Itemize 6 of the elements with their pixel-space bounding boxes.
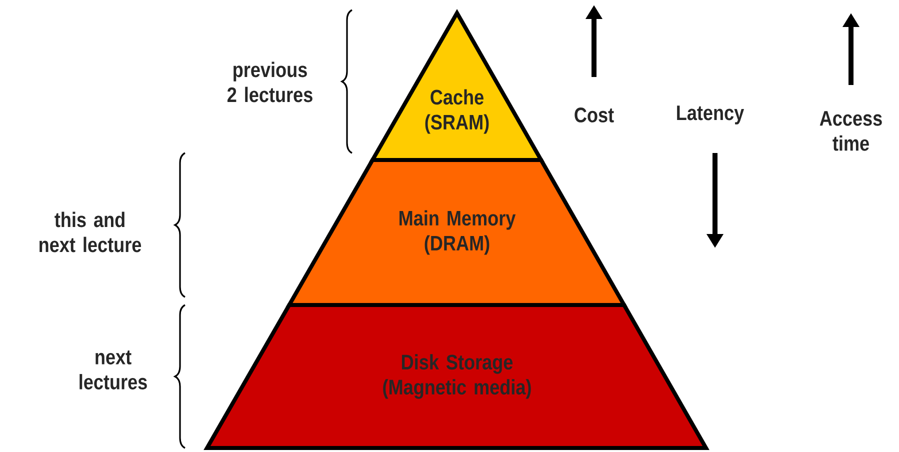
- label: previous 2 lectures: [227, 62, 312, 102]
- label: this and next lecture: [40, 212, 142, 252]
- label: Cost: [574, 108, 614, 122]
- label: Access time: [820, 111, 882, 151]
- label: next lectures: [80, 350, 147, 390]
- label: Latency: [677, 106, 744, 124]
